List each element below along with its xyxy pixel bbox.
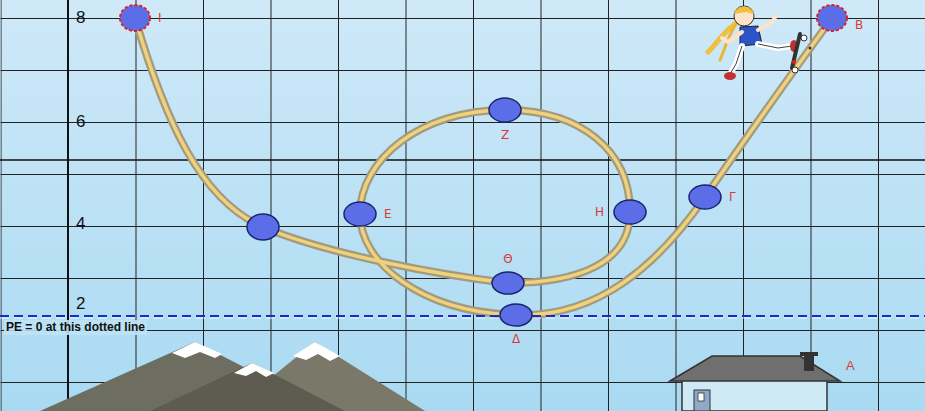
point-circle (487, 96, 523, 124)
point-circle (498, 302, 534, 328)
axis-tick: 8 (76, 8, 85, 28)
axis-tick: 2 (76, 294, 85, 314)
track-point: Δ (498, 302, 534, 328)
grid-line (0, 159, 925, 161)
track-point: Ε (342, 200, 378, 228)
point-label: Δ (512, 332, 520, 346)
track-point: Θ (490, 270, 526, 296)
point-label: Β (855, 18, 863, 32)
point-circle (612, 198, 648, 226)
house (670, 352, 840, 411)
track-point: Ι (118, 3, 152, 33)
point-label: Η (595, 205, 604, 219)
point-label: Ι (158, 11, 162, 25)
skater (708, 6, 812, 80)
axis-tick: 4 (76, 214, 85, 234)
point-circle (118, 3, 152, 33)
house-label: Α (846, 358, 855, 374)
track (135, 18, 832, 315)
control-point (247, 214, 279, 240)
point-circle (342, 200, 378, 228)
point-circle (490, 270, 526, 296)
pe-zero-line (0, 315, 925, 317)
mountains (40, 342, 425, 411)
axis-tick: 6 (76, 112, 85, 132)
point-label: Θ (503, 252, 512, 266)
point-label: Ζ (501, 128, 509, 142)
y-axis (67, 0, 69, 411)
track-point: Η (612, 198, 648, 226)
track-point: Β (815, 3, 849, 33)
point-label: Γ (729, 190, 736, 204)
point-label: Ε (384, 207, 392, 221)
track-point: Γ (687, 183, 723, 211)
point-circle (815, 3, 849, 33)
track-point: Ζ (487, 96, 523, 124)
pe-note: PE = 0 at this dotted line (4, 320, 147, 335)
pe-zero-line-highlight (0, 318, 925, 319)
point-circle (687, 183, 723, 211)
